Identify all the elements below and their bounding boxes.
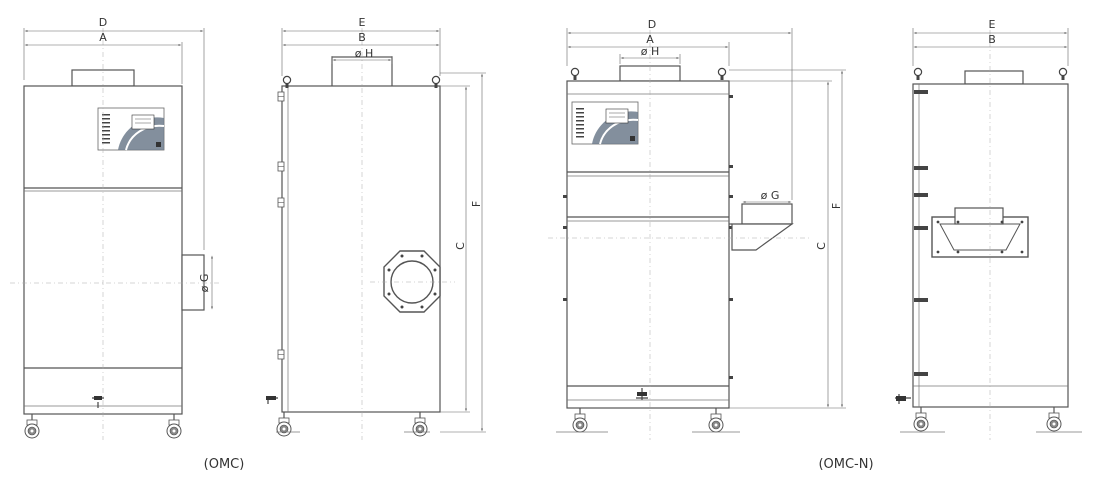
omc-n-front-dimensions: D A ø H ø G F C — [566, 18, 846, 409]
caption-omc: (OMC) — [204, 457, 245, 472]
dimension-label-e-omc-n: E — [989, 18, 996, 31]
dimension-label-g-omc: ø G — [198, 274, 211, 293]
dimension-label-g-omc-n: ø G — [761, 189, 780, 202]
omc-front-dimensions: D A ø G — [23, 16, 213, 310]
omc-n-side-dimensions: E B — [912, 18, 1069, 66]
caption-omc-n: (OMC-N) — [818, 457, 873, 472]
dimension-label-c-omc: C — [454, 242, 467, 250]
dimension-label-h-omc-n: ø H — [641, 45, 660, 58]
dimension-label-b: B — [358, 31, 366, 44]
omc-side-view — [266, 28, 455, 440]
omc-n-front-view — [548, 30, 810, 440]
dimension-label-a-omc-n: A — [646, 33, 654, 46]
dimension-label-d-omc-n: D — [648, 18, 656, 31]
dimension-label-a: A — [99, 31, 107, 44]
omc-n-side-view — [895, 30, 1082, 440]
dimension-label-f-omc-n: F — [830, 203, 843, 209]
dimension-label-d: D — [99, 16, 107, 29]
dimension-label-b-omc-n: B — [988, 33, 996, 46]
omc-front-view — [10, 28, 220, 440]
dimension-label-f-omc: F — [470, 201, 483, 207]
omc-side-dimensions: E B ø H F C — [281, 16, 486, 433]
dimension-label-h-omc: ø H — [355, 47, 374, 60]
dimension-label-e: E — [359, 16, 366, 29]
dimension-label-c-omc-n: C — [815, 242, 828, 250]
